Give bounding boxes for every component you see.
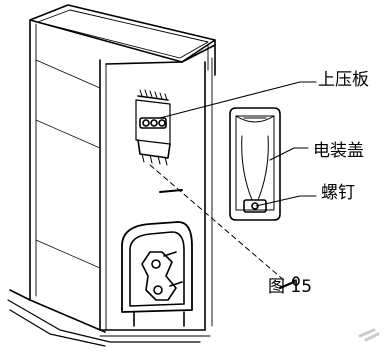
figure-caption: 图 15: [268, 277, 313, 297]
screw-label: 螺钉: [321, 183, 355, 203]
upper-plate: [135, 89, 171, 166]
upper-plate-label: 上压板: [318, 70, 369, 90]
screw-path: [149, 164, 287, 283]
upper-plate-leader: [159, 81, 317, 119]
valve-assembly: [121, 221, 193, 327]
slot: [159, 189, 183, 193]
screw-leader: [255, 195, 317, 207]
screw: [278, 276, 300, 290]
electric-cover-label: 电装盖: [313, 141, 364, 161]
electric-cover-leader: [269, 147, 309, 161]
watermark-mark: [358, 328, 380, 342]
electric-cover: [229, 107, 281, 221]
